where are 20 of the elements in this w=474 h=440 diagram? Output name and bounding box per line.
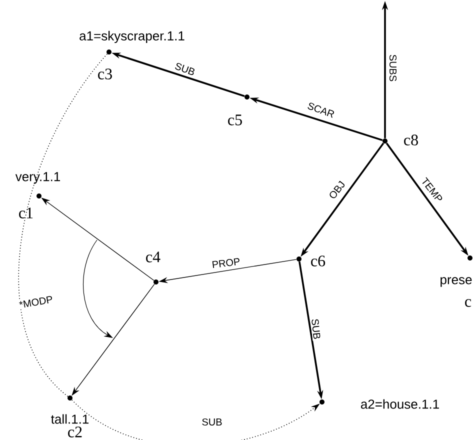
edge-label: SUB (175, 63, 194, 75)
concept-id: c6 (311, 256, 326, 266)
node-label: prese (440, 277, 472, 287)
edge-label: SUB (312, 319, 320, 339)
node-label: very.1.1 (15, 172, 60, 184)
concept-id: c8 (404, 134, 418, 146)
edge-label: SCAR (308, 102, 334, 118)
concept-id: c (465, 299, 472, 307)
concept-id: c3 (98, 68, 112, 80)
edge-label: PROP (212, 258, 240, 268)
node-label: tall.1.1 (51, 414, 89, 424)
node-label: a2=house.1.1 (360, 399, 439, 409)
concept-id: c2 (68, 426, 82, 438)
edge-label: SUBS (389, 54, 397, 82)
node-label: a1=skyscraper.1.1 (80, 30, 184, 44)
concept-id: c1 (19, 208, 33, 218)
concept-id: c4 (146, 252, 160, 262)
concept-id: c5 (228, 114, 242, 126)
edge-label: SUB (202, 418, 222, 426)
edge-label: *MODP (19, 296, 52, 308)
